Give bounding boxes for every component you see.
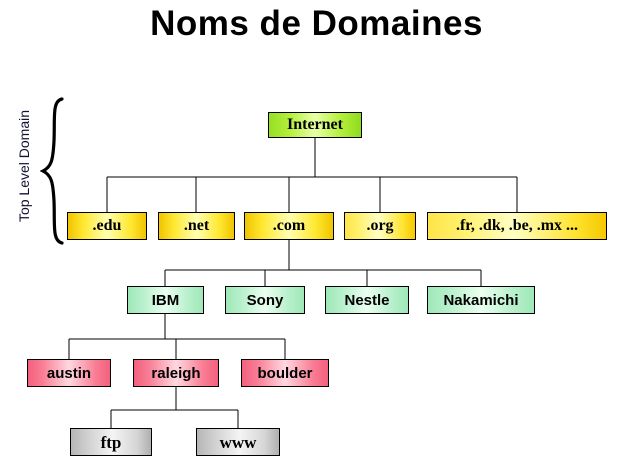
node-subdomain-boulder[interactable]: boulder	[241, 359, 329, 387]
page-title: Noms de Domaines	[150, 4, 483, 43]
node-tld-com[interactable]: .com	[244, 212, 334, 240]
node-tld-org[interactable]: .org	[344, 212, 416, 240]
node-subdomain-raleigh[interactable]: raleigh	[133, 359, 219, 387]
node-company-ibm[interactable]: IBM	[127, 286, 204, 314]
node-host-ftp[interactable]: ftp	[70, 428, 152, 456]
node-host-www[interactable]: www	[196, 428, 280, 456]
node-company-sony[interactable]: Sony	[225, 286, 305, 314]
node-tld-edu[interactable]: .edu	[67, 212, 147, 240]
top-level-domain-label: Top Level Domain	[16, 109, 32, 223]
node-tld-net[interactable]: .net	[158, 212, 235, 240]
node-tld-country-codes[interactable]: .fr, .dk, .be, .mx ...	[427, 212, 607, 240]
node-subdomain-austin[interactable]: austin	[27, 359, 111, 387]
top-level-domain-brace	[40, 97, 64, 245]
node-internet[interactable]: Internet	[268, 112, 362, 138]
node-company-nakamichi[interactable]: Nakamichi	[427, 286, 535, 314]
node-company-nestle[interactable]: Nestle	[325, 286, 409, 314]
